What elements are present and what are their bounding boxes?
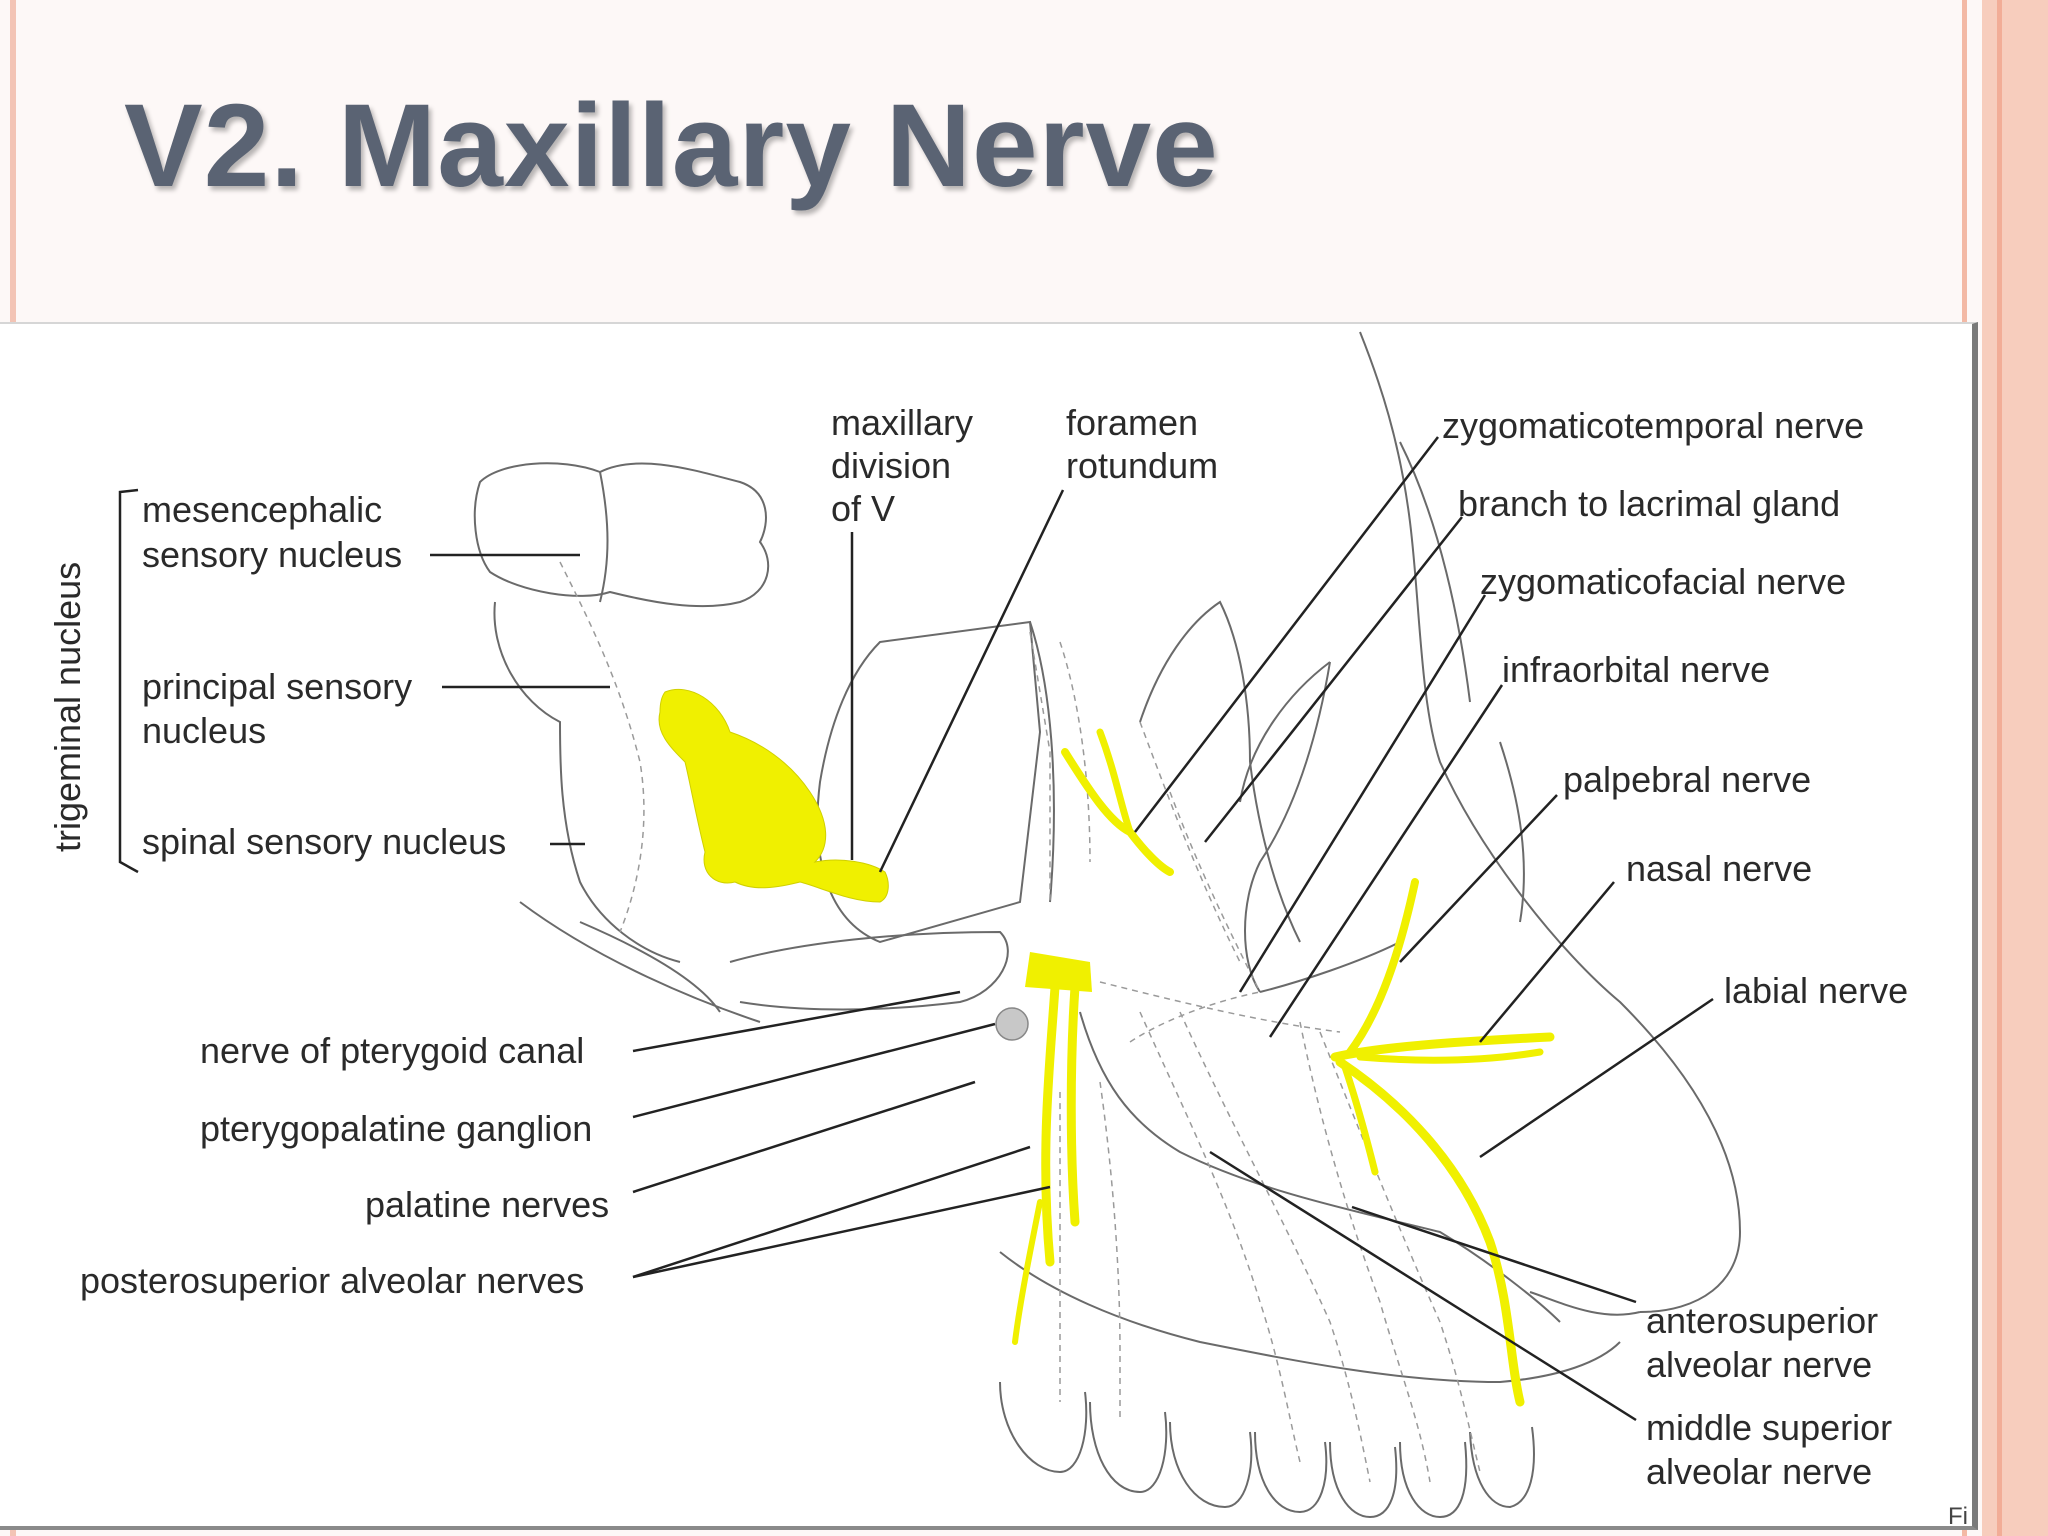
infraorbital-nerve-label: infraorbital nerve: [1502, 649, 1770, 690]
middle-superior-alveolar-label-line1: middle superior: [1646, 1407, 1892, 1448]
foramen-rotundum-label-line1: foramen: [1066, 402, 1198, 443]
maxillary-division-label-line3: of V: [831, 488, 895, 529]
leader-lines: [118, 436, 1714, 1422]
palpebral-nerve-label: palpebral nerve: [1563, 759, 1811, 800]
anatomy-figure-panel: trigeminal nucleus mesencephalic sensory…: [0, 322, 1978, 1530]
mesencephalic-label-line2: sensory nucleus: [142, 534, 402, 575]
anterosuperior-alveolar-label-line2: alveolar nerve: [1646, 1344, 1872, 1385]
middle-superior-alveolar-label-line2: alveolar nerve: [1646, 1451, 1872, 1492]
zygomaticotemporal-nerve-label: zygomaticotemporal nerve: [1442, 405, 1864, 446]
principal-sensory-label-line2: nucleus: [142, 710, 266, 751]
mesencephalic-label-line1: mesencephalic: [142, 489, 382, 530]
labial-nerve-label: labial nerve: [1724, 970, 1908, 1011]
spinal-sensory-label: spinal sensory nucleus: [142, 821, 506, 862]
principal-sensory-label-line1: principal sensory: [142, 666, 412, 707]
alveolar-branch-highlight: [1012, 1199, 1043, 1345]
maxillary-division-label-line1: maxillary: [831, 402, 973, 443]
trigeminal-nucleus-bracket-label: trigeminal nucleus: [47, 562, 88, 852]
labial-nerve-highlight: [1335, 1057, 1525, 1407]
pterygoid-canal-nerve-label: nerve of pterygoid canal: [200, 1030, 584, 1071]
nasal-nerve-label: nasal nerve: [1626, 848, 1812, 889]
palpebral-nerve-highlight: [1346, 878, 1419, 1056]
figure-caption-fragment: Fi: [1948, 1503, 1968, 1526]
posterosuperior-alveolar-nerves-label: posterosuperior alveolar nerves: [80, 1260, 584, 1301]
palatine-nerve-highlight: [1041, 982, 1060, 1267]
lacrimal-branch-label: branch to lacrimal gland: [1458, 483, 1840, 524]
infraorbital-branch-highlight: [1341, 1063, 1379, 1176]
palatine-nerves-label: palatine nerves: [365, 1184, 609, 1225]
zygomaticofacial-nerve-label: zygomaticofacial nerve: [1480, 561, 1846, 602]
anterosuperior-alveolar-label-line1: anterosuperior: [1646, 1300, 1878, 1341]
trigeminal-nucleus-highlight: [658, 688, 889, 903]
pterygopalatine-ganglion-label: pterygopalatine ganglion: [200, 1108, 592, 1149]
right-border-stripe-inner: [1997, 0, 2002, 1536]
zygomatic-nerve-highlight: [1061, 748, 1174, 876]
posterosuperior-nerve-highlight: [1066, 982, 1080, 1227]
right-border-band: [1982, 0, 2048, 1536]
maxillary-division-highlight: [1025, 952, 1092, 992]
nasal-nerve-highlight: [1356, 1048, 1544, 1064]
highlighted-nerves: [658, 688, 1555, 1407]
slide-title: V2. Maxillary Nerve: [124, 80, 1219, 212]
zygomatic-branch-highlight: [1096, 728, 1134, 836]
maxillary-division-label-line2: division: [831, 445, 951, 486]
anatomy-sketch: [473, 331, 1742, 1519]
foramen-rotundum-label-line2: rotundum: [1066, 445, 1218, 486]
maxillary-nerve-diagram: trigeminal nucleus mesencephalic sensory…: [47, 331, 1968, 1526]
diagram-labels: trigeminal nucleus mesencephalic sensory…: [47, 402, 1968, 1526]
